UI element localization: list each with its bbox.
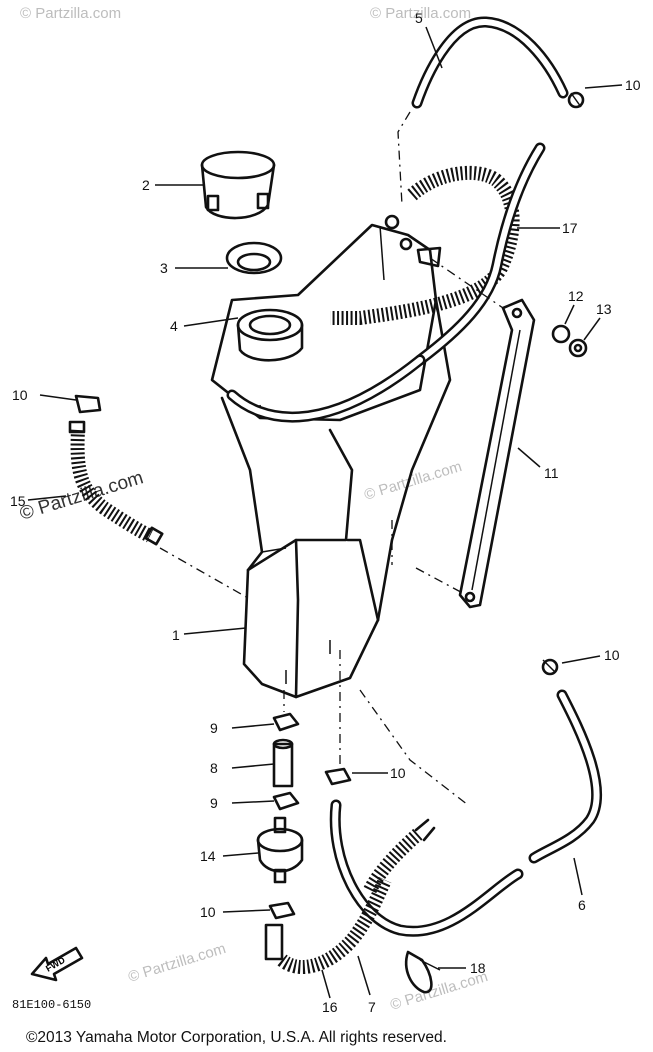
part-6-hose	[528, 689, 603, 864]
callout-17: 17	[562, 220, 578, 236]
part-11-strap	[458, 298, 536, 609]
callout-6: 6	[578, 897, 586, 913]
fwd-arrow: FWD	[30, 946, 84, 982]
diagram-code: 81E100-6150	[12, 998, 91, 1012]
part-1-tank	[210, 214, 452, 699]
part-12-washer	[551, 324, 571, 344]
part-9-clip-upper	[272, 712, 300, 732]
part-18-clip	[404, 950, 441, 994]
fwd-label: FWD	[44, 955, 67, 974]
part-10-clip-left	[74, 394, 102, 414]
callout-13: 13	[596, 301, 612, 317]
callout-9: 9	[210, 795, 218, 811]
part-10-clip-right	[541, 658, 559, 676]
part-9-clip-lower	[272, 791, 300, 811]
part-5-hose	[411, 16, 569, 109]
callout-1: 1	[172, 627, 180, 643]
callout-10: 10	[12, 387, 28, 403]
part-10-clip-top	[567, 91, 585, 109]
copyright-text: ©2013 Yamaha Motor Corporation, U.S.A. A…	[26, 1029, 447, 1046]
part-10-clip-bottom	[268, 901, 296, 920]
part-3-seal	[225, 241, 283, 275]
part-13-nut	[568, 338, 588, 358]
callout-16: 16	[322, 999, 338, 1015]
callout-layer: 2 3 4 5 10 17 12 13 11 10 15 1 9 8 9 14 …	[10, 10, 641, 1015]
callout-5: 5	[415, 10, 423, 26]
callout-10: 10	[625, 77, 641, 93]
part-7-hose	[329, 799, 524, 937]
callout-12: 12	[568, 288, 584, 304]
part-10-clip-center	[324, 767, 352, 786]
callout-14: 14	[200, 848, 216, 864]
watermark-text: © Partzilla.com	[20, 5, 121, 22]
watermark-layer: © Partzilla.com © Partzilla.com © Partzi…	[17, 5, 490, 1014]
callout-11: 11	[544, 465, 559, 481]
callout-18: 18	[470, 960, 486, 976]
callout-4: 4	[170, 318, 178, 334]
callout-2: 2	[142, 177, 150, 193]
callout-8: 8	[210, 760, 218, 776]
callout-10: 10	[390, 765, 406, 781]
part-15-hose	[68, 420, 164, 546]
callout-3: 3	[160, 260, 168, 276]
assembly-lines	[159, 111, 504, 806]
part-8-pipe	[272, 738, 294, 788]
part-17-hose	[226, 142, 546, 423]
watermark-text: © Partzilla.com	[370, 5, 471, 22]
callout-9: 9	[210, 720, 218, 736]
callout-10: 10	[200, 904, 216, 920]
callout-7: 7	[368, 999, 376, 1015]
leader-lines	[27, 26, 623, 999]
callout-15: 15	[10, 493, 26, 509]
watermark-text: © Partzilla.com	[126, 940, 228, 986]
part-14-filter	[256, 816, 304, 884]
part-16-hose	[264, 877, 392, 975]
callout-10: 10	[604, 647, 620, 663]
part-2-cap	[200, 150, 276, 220]
